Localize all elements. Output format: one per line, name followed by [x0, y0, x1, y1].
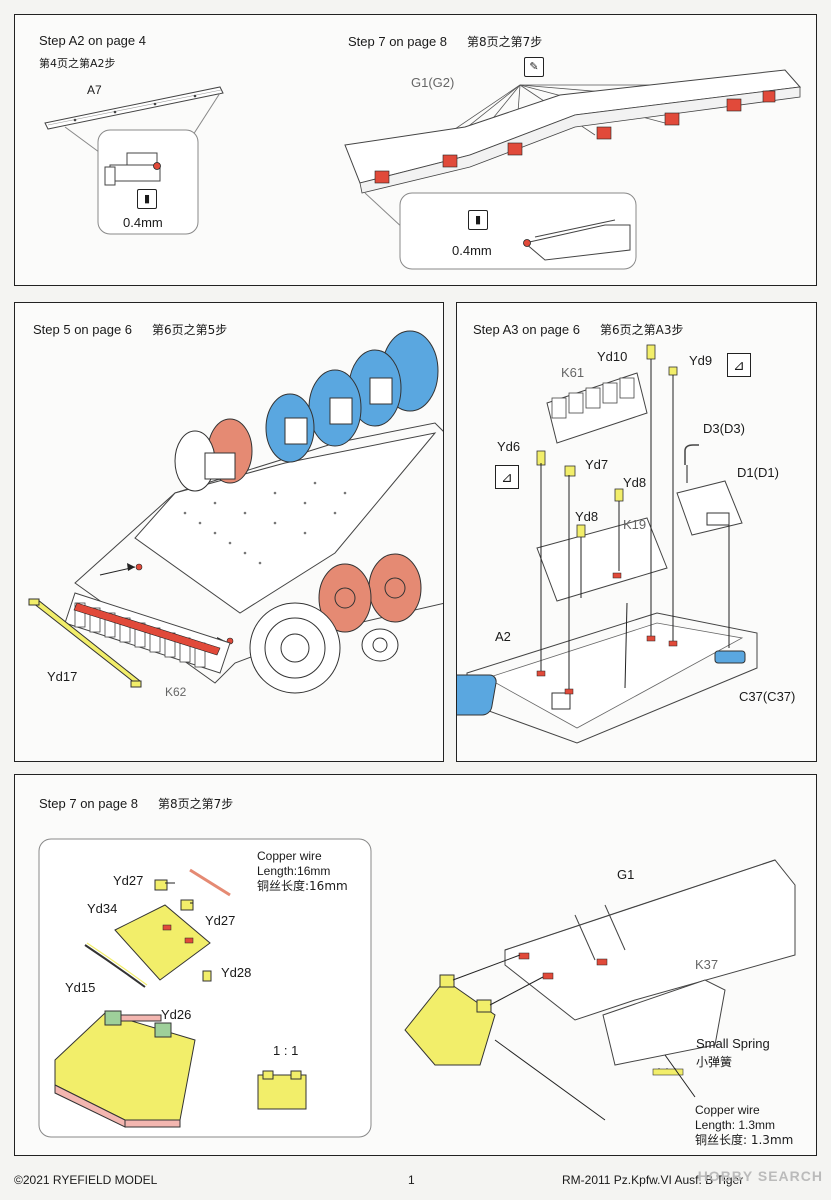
part-yd34	[114, 904, 211, 981]
label-yd28: Yd28	[221, 965, 252, 980]
callout-right-size: 0.4mm	[452, 243, 492, 258]
part-a2-hatch	[457, 674, 571, 716]
label-d3: D3(D3)	[703, 421, 745, 436]
label-k62: K62	[165, 685, 187, 699]
label-yd27-b: Yd27	[205, 913, 236, 928]
copper-wire-2: Copper wire	[695, 1103, 760, 1117]
top-right-title: Step 7 on page 8 第8页之第7步	[348, 33, 542, 50]
label-yd10: Yd10	[597, 349, 628, 364]
bottom-drawing	[38, 838, 796, 1138]
label-yd15: Yd15	[65, 980, 96, 995]
panel-bottom: Step 7 on page 8 第8页之第7步 Copper wire Leng…	[14, 774, 817, 1156]
part-k61	[546, 372, 648, 444]
top-drawing	[44, 69, 802, 270]
label-k37: K37	[695, 957, 719, 972]
top-left-title: Step A2 on page 4	[39, 33, 146, 48]
mid-left-title-en: Step 5 on page 6	[33, 322, 133, 337]
wheels-salmon	[174, 418, 253, 492]
watermark-logo: HOBBY SEARCH	[697, 1168, 823, 1184]
mid-right-title: Step A3 on page 6 第6页之第A3步	[473, 321, 683, 338]
label-yd17: Yd17	[47, 669, 78, 684]
label-yd8-a: Yd8	[623, 475, 647, 490]
footer-copyright: ©2021 RYEFIELD MODEL	[14, 1173, 158, 1187]
wheels-blue	[265, 330, 439, 463]
footer-page-number: 1	[408, 1173, 415, 1187]
label-c37: C37(C37)	[739, 689, 796, 704]
part-yd26	[54, 1010, 196, 1128]
label-yd9: Yd9	[689, 353, 713, 368]
label-yd8-b: Yd8	[575, 509, 599, 524]
mid-right-title-zh: 第6页之第A3步	[599, 323, 684, 337]
mid-right-title-en: Step A3 on page 6	[473, 322, 580, 337]
part-g1-fender	[344, 69, 802, 194]
label-g1: G1	[617, 867, 635, 882]
top-right-title-zh: 第8页之第7步	[467, 35, 543, 49]
copper-length-2-zh: 铜丝长度: 1.3mm	[695, 1133, 794, 1147]
mid-left-title: Step 5 on page 6 第6页之第5步	[33, 321, 227, 338]
label-g1-g2: G1(G2)	[411, 75, 455, 90]
part-yd17	[28, 598, 142, 688]
copper-wire-1: Copper wire	[257, 849, 322, 863]
label-yd34: Yd34	[87, 901, 118, 916]
panel-mid-left: Step 5 on page 6 第6页之第5步 Yd17 K62	[14, 302, 444, 762]
part-a7-rail	[44, 86, 224, 130]
label-a7: A7	[87, 83, 102, 97]
part-yellow-shield	[404, 974, 496, 1066]
part-c37	[714, 650, 746, 664]
copper-length-2: Length: 1.3mm	[695, 1118, 776, 1132]
label-k19: K19	[623, 517, 647, 532]
a3-drawing	[457, 344, 758, 744]
label-yd26: Yd26	[161, 1007, 192, 1022]
bottom-title-zh: 第8页之第7步	[158, 797, 234, 811]
rivets	[183, 481, 347, 565]
panel-mid-right: Step A3 on page 6 第6页之第A3步 Yd10 Yd9 ⊿ K61…	[456, 302, 817, 762]
small-spring: Small Spring	[696, 1036, 770, 1051]
bend-icon: ⊿	[495, 465, 519, 489]
a7-detail	[104, 152, 161, 186]
mid-left-title-zh: 第6页之第5步	[152, 323, 228, 337]
drill-icon: ✎	[524, 57, 544, 77]
copper-length-1: Length:16mm	[257, 864, 331, 878]
label-k61: K61	[561, 365, 585, 380]
bend-icon: ⊿	[727, 353, 751, 377]
label-yd27-a: Yd27	[113, 873, 144, 888]
bottom-title: Step 7 on page 8 第8页之第7步	[39, 795, 233, 812]
label-d1: D1(D1)	[737, 465, 779, 480]
top-left-title-zh: 第4页之第A2步	[39, 57, 116, 70]
drive-sprocket	[249, 602, 341, 694]
part-g1-right	[504, 859, 796, 1021]
footer-product: RM-2011 Pz.Kpfw.VI Ausf. B Tiger	[562, 1173, 744, 1187]
copper-length-1-zh: 铜丝长度:16mm	[257, 879, 348, 893]
g1-detail	[523, 219, 631, 261]
label-scale: 1 : 1	[273, 1043, 299, 1058]
label-a2: A2	[495, 629, 511, 644]
small-spring-zh: 小弹簧	[696, 1055, 733, 1069]
wheels-front	[318, 553, 422, 662]
panel-top: Step A2 on page 4 第4页之第A2步 A7 ▮ 0.4mm St…	[14, 14, 817, 286]
drill-icon: ▮	[468, 210, 488, 230]
drill-icon: ▮	[137, 189, 157, 209]
top-right-title-en: Step 7 on page 8	[348, 34, 448, 49]
bottom-title-en: Step 7 on page 8	[39, 796, 139, 811]
yellow-parts	[536, 344, 678, 538]
label-yd7: Yd7	[585, 457, 609, 472]
part-k62	[64, 592, 231, 674]
hull-drawing	[28, 330, 443, 694]
callout-left-size: 0.4mm	[123, 215, 163, 230]
label-yd6: Yd6	[497, 439, 521, 454]
